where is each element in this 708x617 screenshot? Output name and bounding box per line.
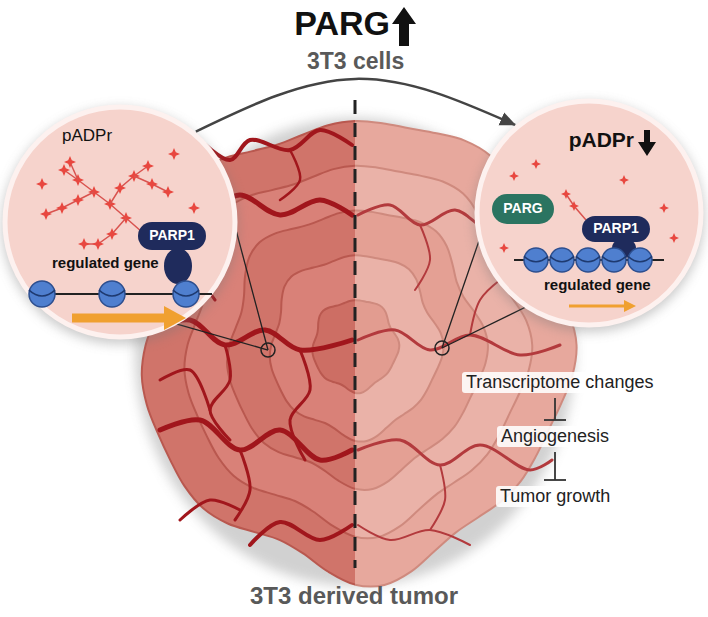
adp-ribose-unit <box>162 186 174 198</box>
polymer-chain <box>566 194 586 220</box>
protein-body <box>164 248 192 284</box>
dna-wrap <box>173 290 199 296</box>
adp-ribose-unit <box>36 178 48 190</box>
adp-ribose-unit <box>58 164 70 176</box>
adp-ribose-unit <box>64 156 76 168</box>
circle-label: pADPr <box>569 128 634 152</box>
adp-ribose-unit <box>78 238 90 250</box>
annotation-text: Tumor growth <box>496 486 614 507</box>
adp-ribose-unit <box>499 243 509 253</box>
zoom-circle: pADPr regulated gene PARG PARP1 <box>474 98 704 328</box>
dna-wrap <box>99 290 125 296</box>
adp-ribose-unit <box>142 160 154 172</box>
adp-ribose-unit <box>56 202 68 214</box>
blood-vessel <box>358 525 470 545</box>
circle-fill <box>5 107 235 337</box>
zoom-circle: pADPr regulated gene PARP1 <box>2 104 238 340</box>
protein-blob: PARP1 <box>582 216 650 242</box>
tumor-ring <box>355 255 444 441</box>
polymer-chain <box>46 192 94 214</box>
adp-ribose-unit <box>659 203 669 213</box>
adp-ribose-unit <box>531 159 541 169</box>
curved-arrow <box>196 79 515 132</box>
annotation-text: Angiogenesis <box>497 426 613 447</box>
circle-label: regulated gene <box>544 276 651 293</box>
blood-vessel <box>430 465 445 530</box>
histone <box>173 281 199 307</box>
blood-vessel <box>180 500 240 520</box>
dna-wrap <box>602 256 626 261</box>
histone <box>628 248 652 272</box>
transcription-arrowhead <box>164 306 186 330</box>
adp-ribose-unit <box>114 182 126 194</box>
inhibition-line <box>554 398 556 420</box>
circle-label: pADPr <box>62 126 112 146</box>
inhibition-line <box>554 452 556 480</box>
blood-vessel <box>160 369 210 410</box>
adp-ribose-unit <box>561 189 571 199</box>
histone <box>602 248 626 272</box>
protein-blob: PARG <box>492 194 554 224</box>
annotation-text: PARG <box>294 4 390 43</box>
blood-vessel <box>280 150 300 200</box>
polymer-chain <box>110 166 148 204</box>
histone <box>524 248 548 272</box>
adp-ribose-unit <box>106 228 118 240</box>
circle-label: regulated gene <box>52 254 159 271</box>
protein-label: PARG <box>503 201 542 216</box>
transcription-arrow <box>569 305 624 308</box>
inhibition-bar <box>544 479 566 481</box>
annotation-text: Transcriptome changes <box>462 372 657 393</box>
blood-vessel <box>415 225 430 290</box>
dna-wrap <box>29 290 55 296</box>
arrow-label: 3T3 cells <box>304 48 407 74</box>
annotation-text: 3T3 derived tumor <box>250 582 458 610</box>
adp-ribose-unit <box>40 208 52 220</box>
blood-vessel <box>358 330 560 355</box>
adp-ribose-unit <box>72 194 84 206</box>
dna-wrap <box>524 256 548 261</box>
transcription-arrow <box>72 314 164 323</box>
zoom-spot <box>435 341 449 355</box>
adp-ribose-unit <box>509 171 519 181</box>
histone <box>576 248 600 272</box>
circle-shadow <box>474 102 704 332</box>
divider-line <box>354 100 357 568</box>
adp-ribose-unit <box>619 175 629 185</box>
blood-vessel <box>250 522 352 545</box>
inhibition-bar <box>544 419 566 421</box>
adp-ribose-unit <box>168 148 180 160</box>
decrease-arrow <box>638 130 656 156</box>
adp-ribose-unit <box>188 202 200 214</box>
adp-ribose-unit <box>92 238 104 250</box>
circle-shadow <box>2 108 238 344</box>
transcription-arrowhead <box>624 300 636 312</box>
blood-vessel <box>290 350 310 460</box>
histone <box>29 281 55 307</box>
leader-line <box>170 322 268 350</box>
dna-wrap <box>576 256 600 261</box>
protein-label: PARP1 <box>149 228 195 243</box>
adp-ribose-unit <box>569 201 579 211</box>
circle-outline <box>2 104 238 340</box>
blood-vessel <box>160 420 352 461</box>
polymer-chain <box>84 218 126 244</box>
polymer-chain <box>134 176 168 192</box>
protein-blob: PARP1 <box>138 222 206 250</box>
dna-wrap <box>628 256 652 261</box>
zoom-spot <box>261 343 275 357</box>
circle-fill <box>477 101 701 325</box>
histone <box>99 281 125 307</box>
tumor-ring <box>355 300 399 393</box>
dna-wrap <box>550 256 574 261</box>
protein-label: PARP1 <box>593 221 639 236</box>
histone <box>550 248 574 272</box>
adp-ribose-unit <box>146 178 158 190</box>
blood-vessel <box>200 130 352 160</box>
adp-ribose-unit <box>669 233 679 243</box>
increase-arrow <box>392 7 416 46</box>
